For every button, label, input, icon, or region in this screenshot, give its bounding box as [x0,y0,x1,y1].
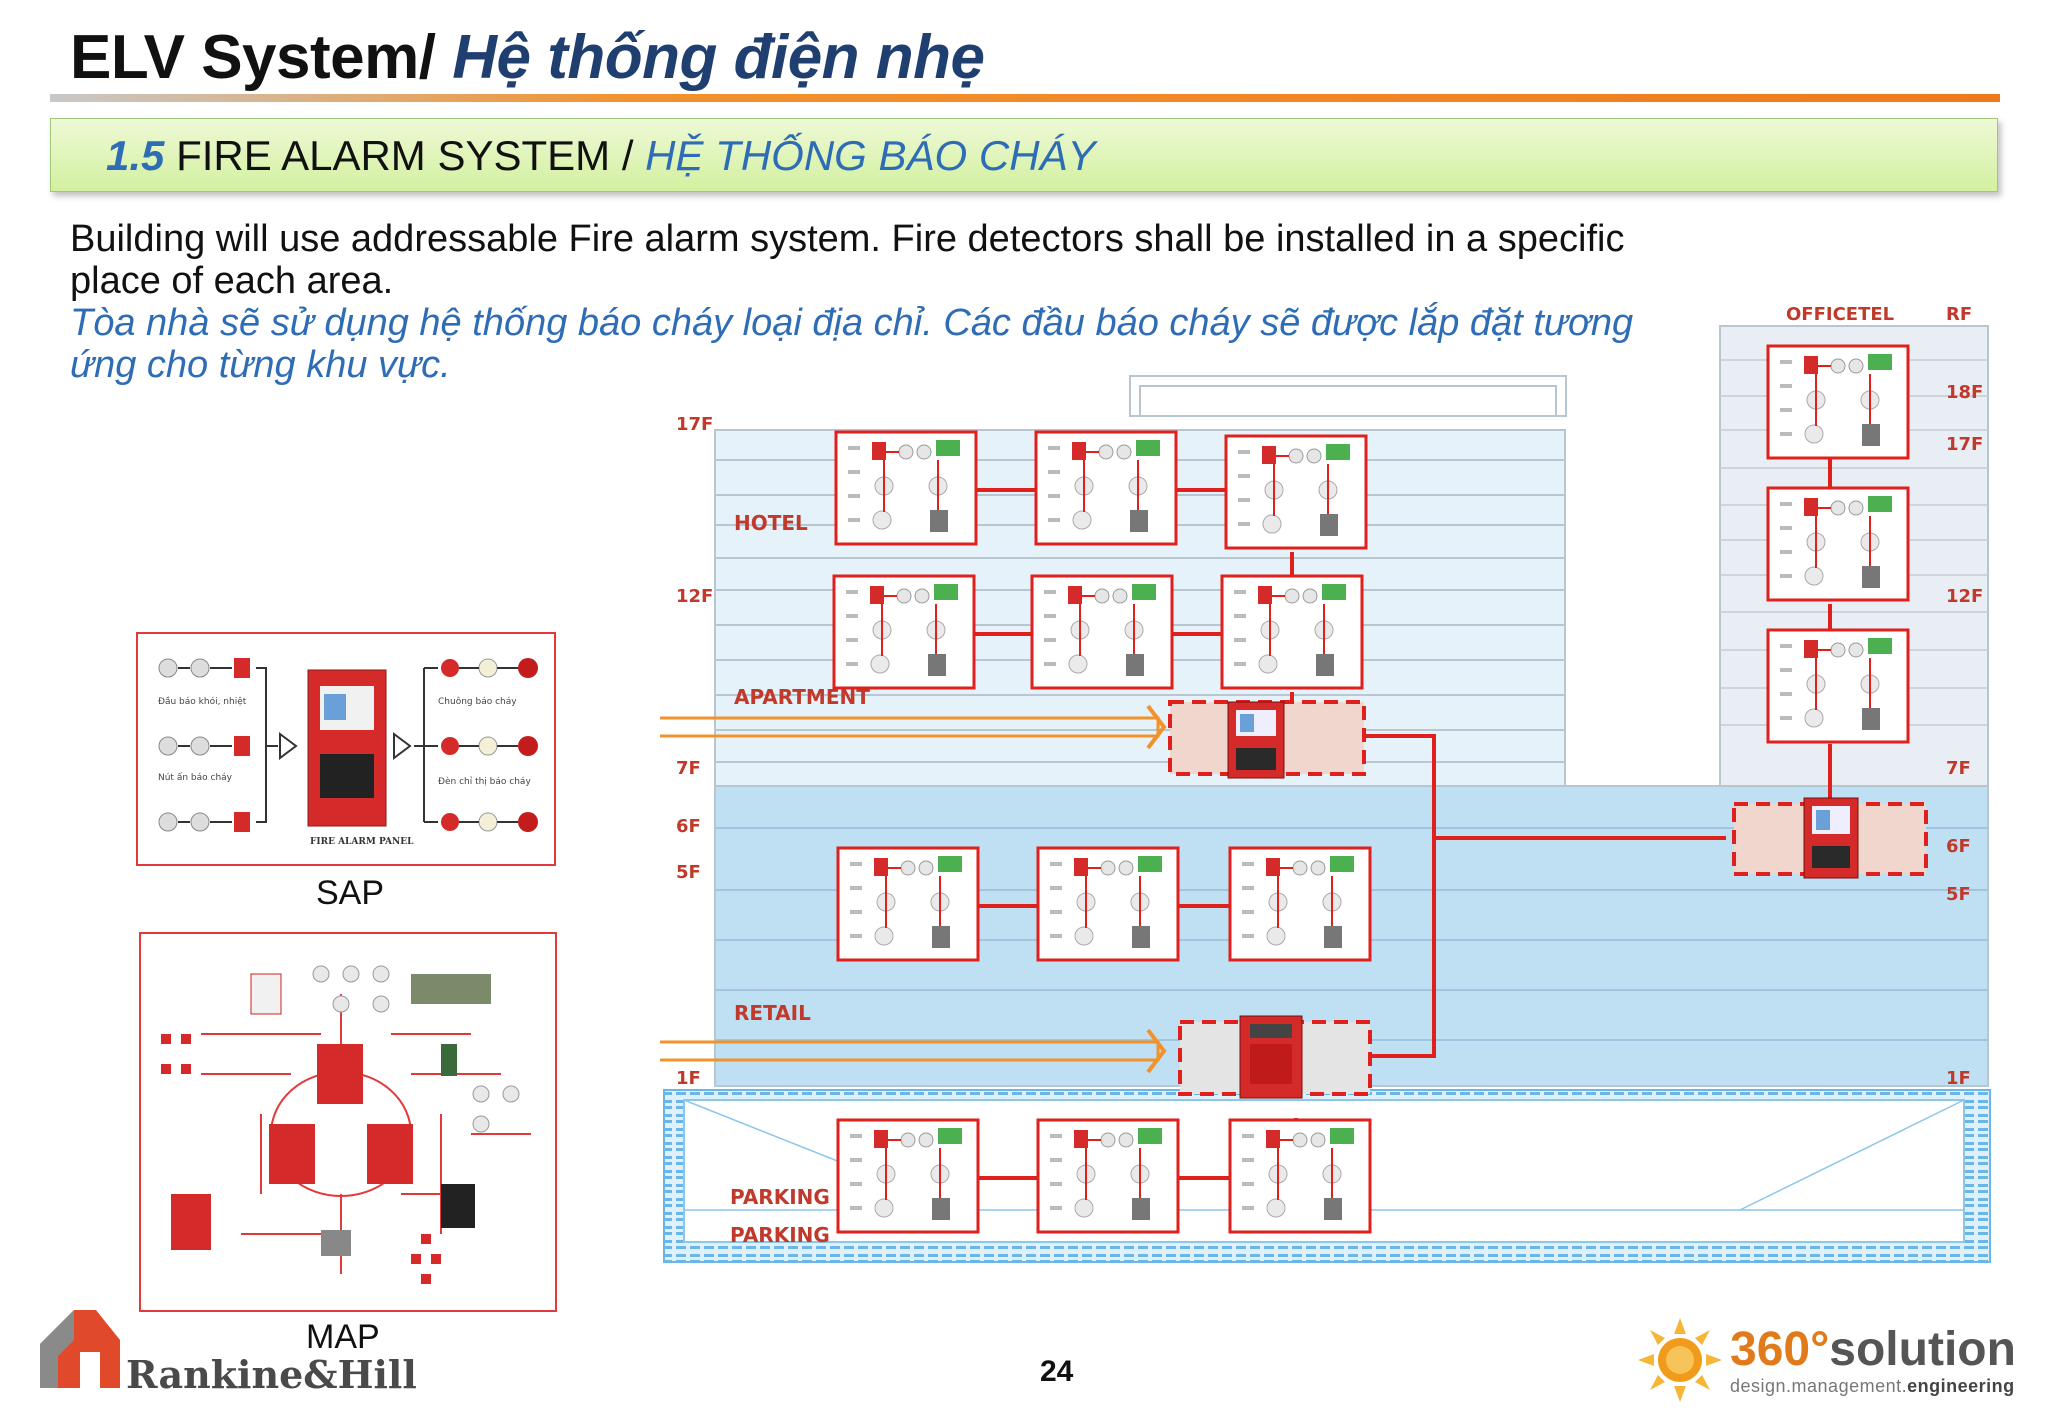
sap-label-indicator: Đèn chỉ thị báo cháy [438,776,531,787]
section-header-bar [50,118,1998,192]
right-floor-7f: 7F [1946,758,1971,779]
sap-label-bell: Chuông báo cháy [438,696,517,707]
solution-logo-tagline: design.management.engineering [1730,1376,2015,1397]
device-card [836,1118,980,1234]
sap-detector-row-1 [158,658,250,678]
map-diagram-drawing [161,965,531,1284]
sap-label-detector: Đầu báo khói, nhiệt [158,696,247,707]
floor-label-6f: 6F [676,816,701,837]
right-floor-17f: 17F [1946,434,1983,455]
solution-tagline-b: engineering [1907,1376,2015,1396]
right-floor-1f: 1F [1946,1068,1971,1089]
device-card [1766,344,1910,460]
sap-output-row-1 [441,658,538,678]
map-caption: MAP [306,1318,380,1356]
sap-diagram-drawing: Đầu báo khói, nhiệt Nút ấn báo cháy FIRE… [158,658,538,847]
section-title-vi: HỆ THỐNG BÁO CHÁY [645,132,1096,179]
device-card [1228,846,1372,962]
zone-label-retail: RETAIL [734,1001,811,1025]
floor-label-1f: 1F [676,1068,701,1089]
floor-label-5f: 5F [676,862,701,883]
title-underline [50,94,2000,102]
device-card [1036,1118,1180,1234]
map-arrow [660,1028,1167,1074]
device-card [832,574,976,690]
floor-label-7f: 7F [676,758,701,779]
device-card [834,430,978,546]
sun-icon [1638,1318,1722,1402]
device-card [836,846,980,962]
retail-fire-panel [1239,1015,1303,1099]
title-en: ELV System/ [70,23,436,92]
device-card [1220,574,1364,690]
page-title: ELV System/ Hệ thống điện nhẹ [70,22,985,93]
solution-logo-number: 360° [1730,1323,1830,1376]
page-number: 24 [1040,1355,1074,1388]
right-floor-rf: RF [1946,304,1972,325]
device-card [1224,434,1368,550]
right-floor-18f: 18F [1946,382,1983,403]
section-title-en: FIRE ALARM SYSTEM / [176,132,634,179]
right-floor-12f: 12F [1946,586,1983,607]
sap-caption: SAP [316,874,385,912]
sap-diagram: Đầu báo khói, nhiệt Nút ấn báo cháy FIRE… [136,632,556,866]
solution-tagline-a: design.management. [1730,1376,1908,1396]
floor-label-12f: 12F [676,586,713,607]
title-vi: Hệ thống điện nhẹ [452,23,985,92]
rankine-hill-logo-icon [40,1310,120,1388]
rankine-hill-logo-text: Rankine&Hill [126,1352,417,1397]
tower-label-officetel: OFFICETEL [1786,304,1894,325]
sap-output-row-2 [441,736,538,756]
device-card [1766,486,1910,602]
device-card [1766,628,1910,744]
sap-detector-row-2 [158,736,250,756]
officetel-fire-panel [1803,797,1859,879]
zone-label-parking-1: PARKING [730,1185,830,1209]
device-card [1030,574,1174,690]
device-cards [832,344,1910,1234]
zone-label-parking-2: PARKING [730,1223,830,1247]
sap-detector-row-3 [158,812,250,832]
sap-arrow [660,704,1167,750]
device-card [1228,1118,1372,1234]
loop-wiring [974,456,1832,1180]
sap-label-manual-call: Nút ấn báo cháy [158,772,233,783]
sap-output-row-3 [441,812,538,832]
zone-label-hotel: HOTEL [734,511,808,535]
section-number: 1.5 [106,132,165,179]
map-diagram [139,932,557,1312]
solution-logo-word: solution [1829,1323,2016,1376]
floor-label-17f: 17F [676,414,713,435]
solution-logo-text: 360°solution [1730,1322,2016,1377]
right-floor-5f: 5F [1946,884,1971,905]
description-vi: Tòa nhà sẽ sử dụng hệ thống báo cháy loạ… [70,302,1634,386]
description-en: Building will use addressable Fire alarm… [70,218,1625,302]
building-riser-diagram: HOTEL APARTMENT RETAIL PARKING PARKING 1… [660,304,1991,1263]
section-heading: 1.5 FIRE ALARM SYSTEM / HỆ THỐNG BÁO CHÁ… [106,132,1096,180]
right-floor-6f: 6F [1946,836,1971,857]
device-card [1034,430,1178,546]
sap-label-panel: FIRE ALARM PANEL [310,837,414,847]
device-card [1036,846,1180,962]
apartment-fire-panel [1227,701,1285,779]
